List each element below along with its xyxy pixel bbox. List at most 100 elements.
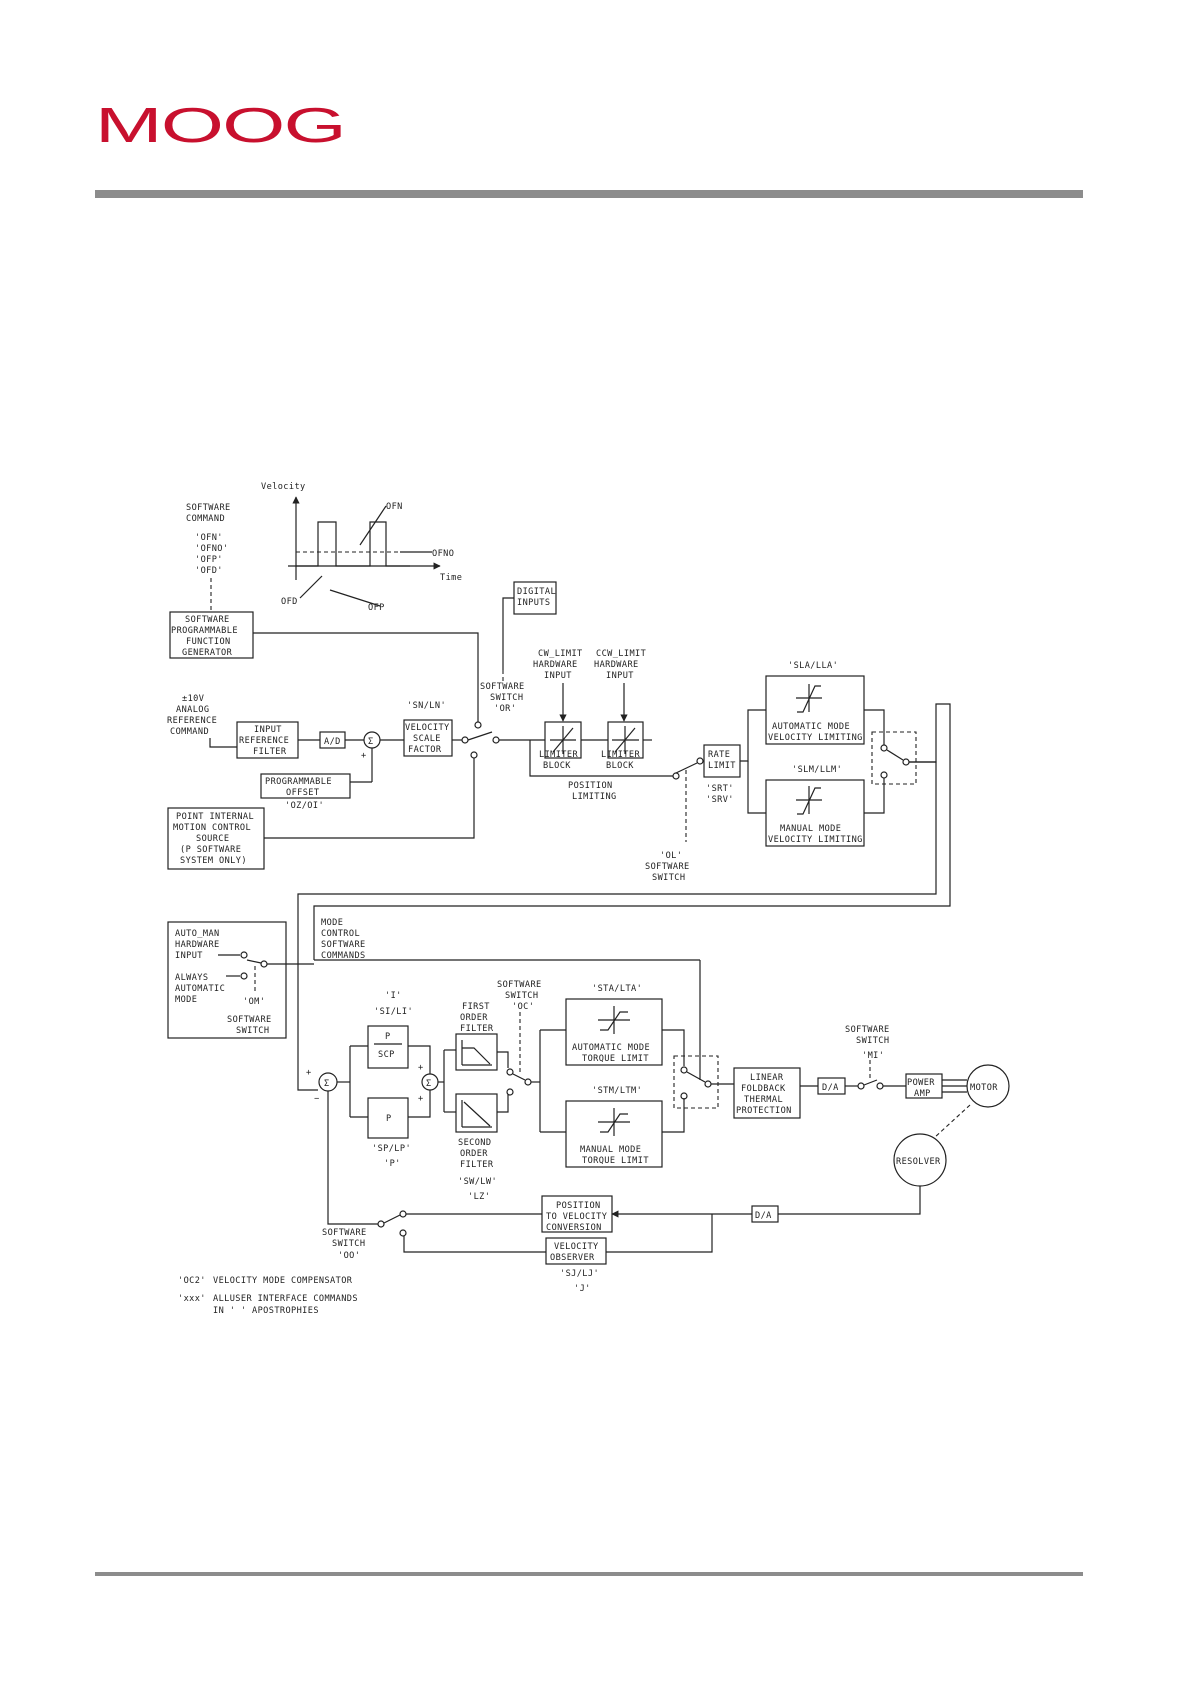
header-rule bbox=[95, 190, 1083, 198]
svg-text:CW_LIMIT: CW_LIMIT bbox=[538, 649, 583, 659]
svg-text:POINT INTERNAL: POINT INTERNAL bbox=[176, 812, 254, 822]
svg-text:ALWAYS: ALWAYS bbox=[175, 973, 208, 983]
svg-text:−: − bbox=[314, 1094, 320, 1104]
torque-mode-switch bbox=[673, 1055, 719, 1109]
svg-text:FILTER: FILTER bbox=[253, 747, 287, 757]
summing-junction-2: Σ + − bbox=[306, 1068, 338, 1104]
svg-text:+: + bbox=[418, 1063, 424, 1073]
svg-text:INPUT: INPUT bbox=[544, 671, 572, 681]
svg-text:SOURCE: SOURCE bbox=[196, 834, 229, 844]
svg-text:OFN: OFN bbox=[386, 502, 403, 512]
svg-text:SCP: SCP bbox=[378, 1050, 395, 1060]
svg-text:VELOCITY: VELOCITY bbox=[405, 723, 450, 733]
motor: MOTOR bbox=[966, 1064, 1010, 1108]
svg-text:SOFTWARE: SOFTWARE bbox=[480, 682, 525, 692]
svg-text:REFERENCE: REFERENCE bbox=[239, 736, 289, 746]
footer-rule bbox=[95, 1572, 1083, 1576]
da-converter-block: D/A bbox=[817, 1077, 846, 1095]
software-command-label: SOFTWARE COMMAND 'OFN' 'OFNO' 'OFP' 'OFD… bbox=[186, 503, 231, 612]
svg-text:INPUT: INPUT bbox=[254, 725, 282, 735]
svg-text:±10V: ±10V bbox=[182, 694, 204, 704]
svg-text:LIMIT: LIMIT bbox=[708, 761, 736, 771]
legend: 'OC2' VELOCITY MODE COMPENSATOR 'xxx' AL… bbox=[178, 1276, 358, 1316]
svg-text:MODE: MODE bbox=[321, 918, 343, 928]
svg-text:'SP/LP': 'SP/LP' bbox=[372, 1144, 411, 1154]
svg-text:'MI': 'MI' bbox=[862, 1051, 884, 1061]
svg-text:FIRST: FIRST bbox=[462, 1002, 490, 1012]
svg-text:'SRT': 'SRT' bbox=[706, 784, 734, 794]
summing-junction-1: Σ + bbox=[361, 731, 381, 761]
svg-text:COMMAND: COMMAND bbox=[186, 514, 225, 524]
svg-text:DIGITAL: DIGITAL bbox=[517, 587, 556, 597]
input-reference-filter-block: INPUT REFERENCE FILTER bbox=[236, 721, 299, 759]
svg-text:TORQUE LIMIT: TORQUE LIMIT bbox=[582, 1156, 649, 1166]
mi-software-switch: SOFTWARE SWITCH 'MI' bbox=[845, 1025, 889, 1090]
svg-text:SECOND: SECOND bbox=[458, 1138, 491, 1148]
manual-velocity-limiting-block: 'SLM/LLM' MANUAL MODE VELOCITY LIMITING bbox=[765, 765, 865, 847]
svg-text:'SJ/LJ': 'SJ/LJ' bbox=[560, 1269, 599, 1279]
svg-text:SWITCH: SWITCH bbox=[236, 1026, 269, 1036]
svg-text:'J': 'J' bbox=[574, 1284, 591, 1294]
auto-man-block: AUTO_MAN HARDWARE INPUT ALWAYS AUTOMATIC… bbox=[167, 921, 287, 1039]
svg-text:OFD: OFD bbox=[281, 597, 298, 607]
position-to-velocity-block: POSITION TO VELOCITY CONVERSION bbox=[541, 1195, 613, 1233]
svg-text:IN ' ' APOSTROPHIES: IN ' ' APOSTROPHIES bbox=[213, 1306, 319, 1316]
svg-text:'xxx': 'xxx' bbox=[178, 1294, 206, 1304]
svg-text:SWITCH: SWITCH bbox=[490, 693, 523, 703]
svg-text:P: P bbox=[385, 1032, 391, 1042]
second-order-filter-block: SECOND ORDER FILTER 'SW/LW' 'LZ' bbox=[455, 1093, 498, 1202]
svg-text:ANALOG: ANALOG bbox=[176, 705, 209, 715]
svg-text:COMMANDS: COMMANDS bbox=[321, 951, 366, 961]
analog-reference-label: ±10V ANALOG REFERENCE COMMAND bbox=[167, 694, 217, 737]
svg-text:OFNO: OFNO bbox=[432, 549, 454, 559]
waveform-inset: Velocity Time OFN OFNO OFD OFP bbox=[261, 482, 462, 613]
svg-text:HARDWARE: HARDWARE bbox=[533, 660, 578, 670]
svg-text:D/A: D/A bbox=[822, 1083, 839, 1093]
digital-inputs-block: DIGITAL INPUTS bbox=[513, 581, 557, 615]
svg-text:LINEAR: LINEAR bbox=[750, 1073, 784, 1083]
power-amp-block: POWER AMP bbox=[905, 1073, 943, 1099]
svg-text:BLOCK: BLOCK bbox=[543, 761, 571, 771]
point-internal-source-block: POINT INTERNAL MOTION CONTROL SOURCE (P … bbox=[167, 807, 265, 870]
svg-text:'OFP': 'OFP' bbox=[195, 555, 223, 565]
svg-text:MANUAL MODE: MANUAL MODE bbox=[580, 1145, 641, 1155]
manual-torque-limit-block: 'STM/LTM' MANUAL MODE TORQUE LIMIT bbox=[565, 1086, 663, 1168]
svg-text:SOFTWARE: SOFTWARE bbox=[497, 980, 542, 990]
svg-text:RESOLVER: RESOLVER bbox=[896, 1157, 941, 1167]
svg-text:AUTOMATIC: AUTOMATIC bbox=[175, 984, 225, 994]
svg-text:'I': 'I' bbox=[385, 991, 402, 1001]
svg-text:SWITCH: SWITCH bbox=[332, 1239, 365, 1249]
svg-text:INPUTS: INPUTS bbox=[517, 598, 550, 608]
svg-text:'SLA/LLA': 'SLA/LLA' bbox=[788, 661, 838, 671]
svg-text:LIMITER: LIMITER bbox=[539, 750, 578, 760]
first-order-filter-block: FIRST ORDER FILTER bbox=[455, 1002, 498, 1071]
or-software-switch: SOFTWARE SWITCH 'OR' bbox=[461, 670, 525, 759]
svg-text:MANUAL MODE: MANUAL MODE bbox=[780, 824, 841, 834]
svg-text:REFERENCE: REFERENCE bbox=[167, 716, 217, 726]
svg-text:GENERATOR: GENERATOR bbox=[182, 648, 233, 658]
svg-text:ALLUSER INTERFACE COMMANDS: ALLUSER INTERFACE COMMANDS bbox=[213, 1294, 358, 1304]
svg-text:THERMAL: THERMAL bbox=[744, 1095, 783, 1105]
svg-text:OBSERVER: OBSERVER bbox=[550, 1253, 595, 1263]
svg-text:SOFTWARE: SOFTWARE bbox=[185, 615, 230, 625]
svg-text:D/A: D/A bbox=[755, 1211, 772, 1221]
svg-text:SOFTWARE: SOFTWARE bbox=[645, 862, 690, 872]
svg-text:RATE: RATE bbox=[708, 750, 730, 760]
svg-text:PROGRAMMABLE: PROGRAMMABLE bbox=[171, 626, 238, 636]
svg-text:FILTER: FILTER bbox=[460, 1160, 494, 1170]
svg-text:AMP: AMP bbox=[914, 1089, 931, 1099]
svg-text:Σ: Σ bbox=[324, 1079, 330, 1089]
svg-text:ORDER: ORDER bbox=[460, 1149, 488, 1159]
svg-text:FUNCTION: FUNCTION bbox=[186, 637, 231, 647]
svg-text:'STA/LTA': 'STA/LTA' bbox=[592, 984, 642, 994]
svg-text:+: + bbox=[418, 1094, 424, 1104]
svg-text:CONTROL: CONTROL bbox=[321, 929, 360, 939]
svg-text:'OC': 'OC' bbox=[512, 1002, 534, 1012]
svg-text:VELOCITY: VELOCITY bbox=[554, 1242, 599, 1252]
svg-text:COMMAND: COMMAND bbox=[170, 727, 209, 737]
svg-text:'SRV': 'SRV' bbox=[706, 795, 734, 805]
svg-text:P: P bbox=[386, 1114, 392, 1124]
svg-text:Σ: Σ bbox=[368, 737, 374, 747]
svg-text:SOFTWARE: SOFTWARE bbox=[186, 503, 231, 513]
